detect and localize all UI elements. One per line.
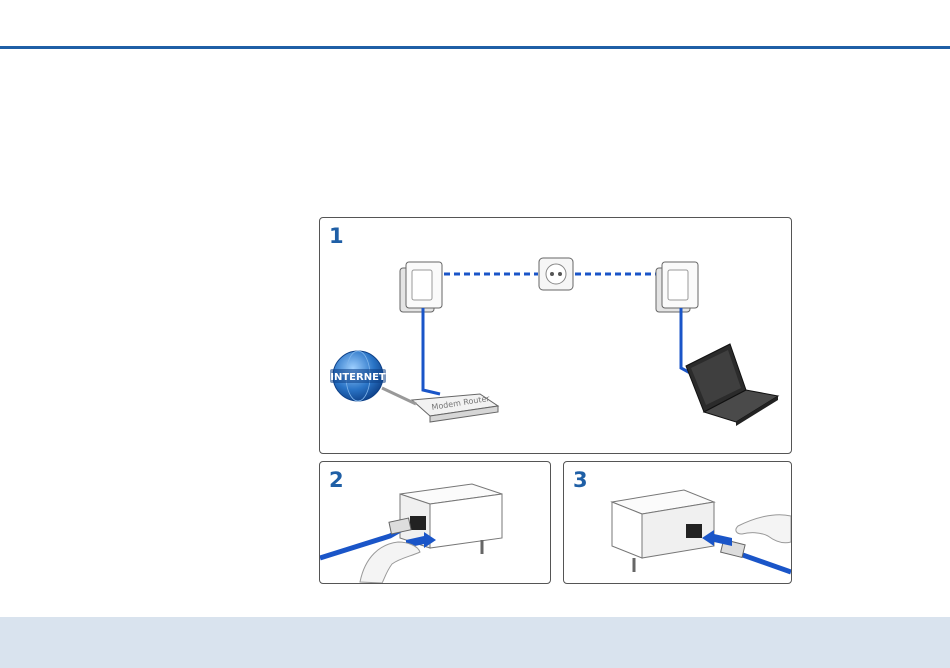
footer-band [0,617,950,668]
laptop-icon [686,344,778,426]
wall-socket-icon [539,258,573,290]
header-rule [0,46,950,49]
internet-globe-icon: INTERNET [330,351,386,401]
powerline-adapter-icon [400,262,442,312]
globe-router-cable [382,388,416,404]
router-icon: Modem Router [412,394,498,422]
powerline-adapter-icon [612,490,714,572]
network-diagram: Modem Router INTERNET [320,218,791,453]
cable-to-router [423,308,440,394]
plug-in-diagram-step-2 [320,462,550,583]
hand-icon [360,542,420,583]
hand-icon [736,515,791,543]
setup-panel-2: 2 [319,461,551,584]
globe-label: INTERNET [330,372,386,383]
powerline-adapter-icon [656,262,698,312]
plug-in-diagram-step-3 [564,462,791,583]
setup-panel-3: 3 [563,461,792,584]
setup-panel-1: 1 Modem Router [319,217,792,454]
